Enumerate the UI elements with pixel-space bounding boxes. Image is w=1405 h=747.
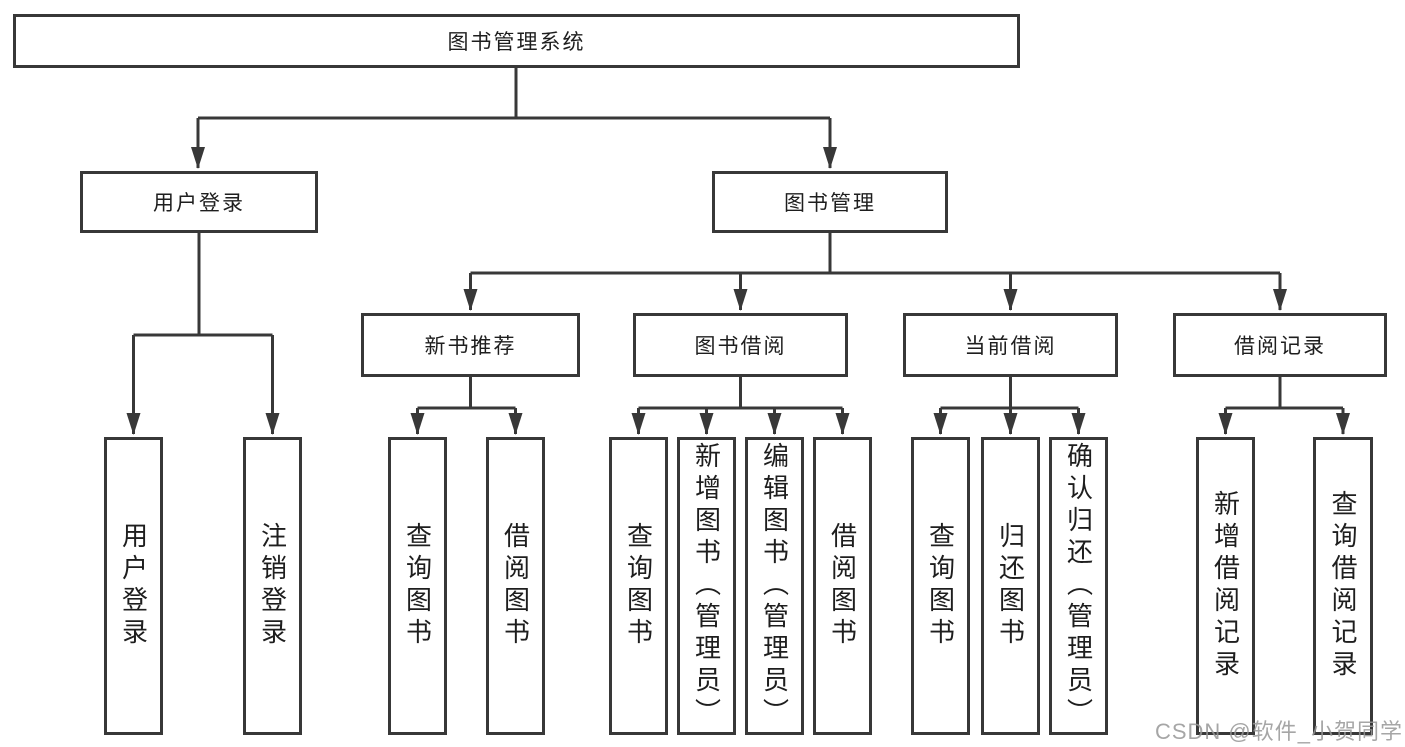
connector-user-login-to-leaves [126,233,280,435]
leaf-user-login: 用户登录 [104,437,163,735]
node-borrow-records: 借阅记录 [1173,313,1387,377]
leaf-label: 查询借阅记录 [1328,490,1358,682]
connector-borrow-records-to-leaves [1218,377,1350,435]
node-new-book-recommend: 新书推荐 [361,313,580,377]
leaf-label: 编辑图书（管理员） [759,442,790,730]
leaf-confirm-return-admin: 确认归还（管理员） [1049,437,1108,735]
leaf-label: 查询图书 [623,522,654,650]
leaf-label: 新增图书（管理员） [691,442,722,730]
connector-book-borrow-to-leaves [631,377,850,435]
leaf-add-book-admin: 新增图书（管理员） [677,437,736,735]
leaf-label: 新增借阅记录 [1210,490,1241,682]
node-book-borrow: 图书借阅 [633,313,848,377]
leaf-label: 借阅图书 [500,522,531,650]
leaf-label: 查询图书 [925,522,956,650]
connector-current-borrow-to-leaves [933,377,1086,435]
leaf-edit-book-admin: 编辑图书（管理员） [745,437,804,735]
leaf-query-books-current: 查询图书 [911,437,970,735]
node-user-login: 用户登录 [80,171,318,233]
leaf-query-books-recommend: 查询图书 [388,437,447,735]
node-current-borrow: 当前借阅 [903,313,1118,377]
leaf-label: 注销登录 [257,522,288,650]
leaf-label: 用户登录 [118,522,149,650]
leaf-borrow-books: 借阅图书 [813,437,872,735]
csdn-watermark: CSDN @软件_小贺同学 [1154,719,1403,744]
leaf-return-book: 归还图书 [981,437,1040,735]
connector-book-management-to-level3 [463,233,1287,311]
leaf-logout: 注销登录 [243,437,302,735]
leaf-borrow-books-recommend: 借阅图书 [486,437,545,735]
leaf-add-borrow-record: 新增借阅记录 [1196,437,1255,735]
node-book-management: 图书管理 [712,171,948,233]
leaf-label: 归还图书 [995,522,1026,650]
leaf-label: 借阅图书 [827,522,858,650]
leaf-query-borrow-record: 查询借阅记录 [1313,437,1373,735]
leaf-query-books-borrow: 查询图书 [609,437,668,735]
leaf-label: 查询图书 [402,522,433,650]
connector-new-book-recommend-to-leaves [410,377,523,435]
node-library-management-system: 图书管理系统 [13,14,1020,68]
connector-root-to-level2 [191,68,837,169]
leaf-label: 确认归还（管理员） [1063,442,1094,730]
